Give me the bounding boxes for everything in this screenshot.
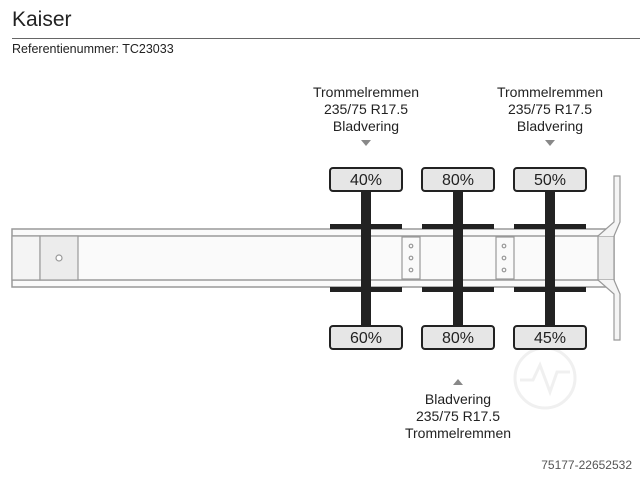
axle2-tire-size: 235/75 R17.5 bbox=[415, 408, 501, 424]
axle1-bottom-tire bbox=[329, 325, 403, 350]
axle1-top-tread: 40% bbox=[350, 172, 382, 189]
axle3-tire-size: 235/75 R17.5 bbox=[507, 101, 593, 117]
axle1-pointer-icon bbox=[361, 140, 371, 146]
reference-number: Referentienummer: TC23033 bbox=[12, 42, 174, 56]
axle2-bottom-tire bbox=[421, 325, 495, 350]
axle1-lower-beam bbox=[330, 287, 402, 292]
axle3-suspension: Bladvering bbox=[516, 118, 584, 134]
axle2-bottom-tread: 80% bbox=[442, 330, 474, 347]
axle2-upper-beam bbox=[422, 224, 494, 229]
axle2-shaft bbox=[453, 191, 463, 326]
axle3-bottom-tread: 45% bbox=[534, 330, 566, 347]
title-divider bbox=[12, 38, 640, 39]
front-section bbox=[11, 235, 79, 281]
axle1-brake: Trommelremmen bbox=[312, 84, 420, 100]
axle1-top-tire bbox=[329, 167, 403, 192]
page-title: Kaiser bbox=[12, 8, 72, 31]
axle2-top-tire bbox=[421, 167, 495, 192]
axle1-upper-beam bbox=[330, 224, 402, 229]
axle1-spec-label: Trommelremmen 235/75 R17.5 Bladvering bbox=[291, 84, 441, 135]
axle1-shaft bbox=[361, 191, 371, 326]
axle3-pointer-icon bbox=[545, 140, 555, 146]
axle2-pointer-icon bbox=[453, 379, 463, 385]
axle3-lower-beam bbox=[514, 287, 586, 292]
axle2-brake: Trommelremmen bbox=[404, 425, 512, 441]
axle3-top-tire bbox=[513, 167, 587, 192]
watermark-logo bbox=[513, 346, 577, 410]
axle1-suspension: Bladvering bbox=[332, 118, 400, 134]
axle3-brake: Trommelremmen bbox=[496, 84, 604, 100]
axle3-top-tread: 50% bbox=[534, 172, 566, 189]
axle1-bottom-tread: 60% bbox=[350, 330, 382, 347]
chassis-frame bbox=[11, 228, 615, 288]
axle3-shaft bbox=[545, 191, 555, 326]
axle2-spec-label: Bladvering 235/75 R17.5 Trommelremmen bbox=[383, 391, 533, 442]
axle3-spec-label: Trommelremmen 235/75 R17.5 Bladvering bbox=[475, 84, 625, 135]
axle1-tire-size: 235/75 R17.5 bbox=[323, 101, 409, 117]
axle2-lower-beam bbox=[422, 287, 494, 292]
axle2-top-tread: 80% bbox=[442, 172, 474, 189]
axle-brackets bbox=[401, 236, 515, 280]
axle2-suspension: Bladvering bbox=[424, 391, 492, 407]
axle3-upper-beam bbox=[514, 224, 586, 229]
rear-section bbox=[597, 175, 621, 341]
axle3-bottom-tire bbox=[513, 325, 587, 350]
listing-id: 75177-22652532 bbox=[541, 458, 632, 472]
